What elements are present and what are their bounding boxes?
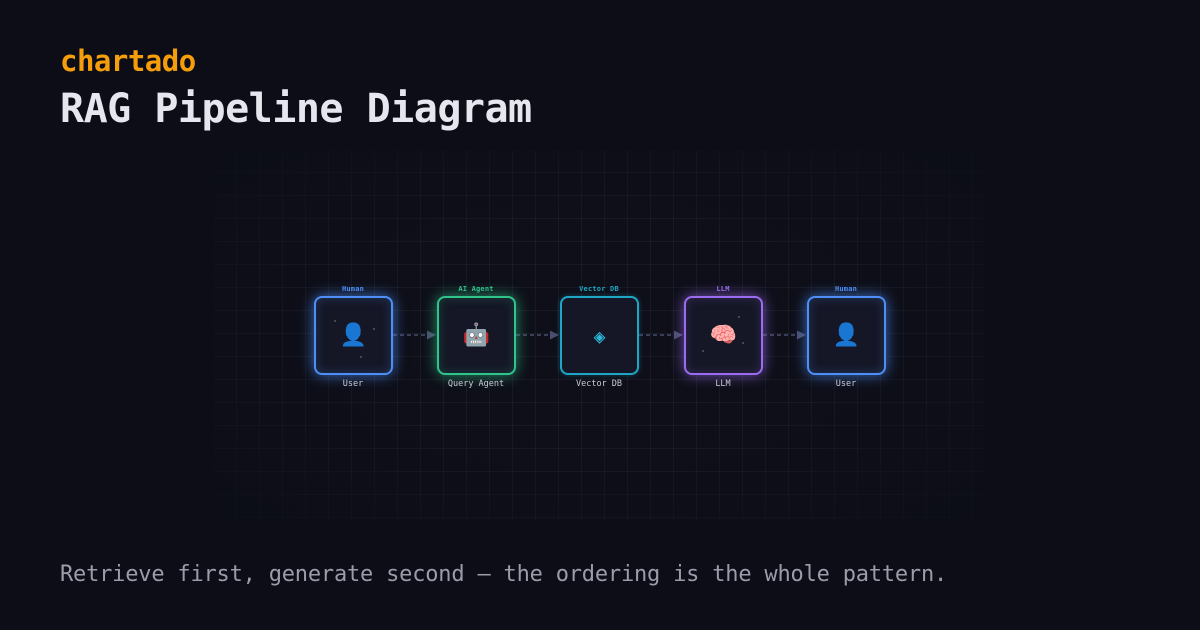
node-label: Vector DB	[575, 379, 623, 389]
brain-icon: 🧠	[709, 322, 738, 348]
node-box[interactable]: 👤	[807, 296, 886, 375]
node-role: Vector DB	[579, 285, 619, 293]
node-box[interactable]: ◈	[560, 296, 639, 375]
edges-layer	[393, 330, 806, 340]
node-label: LLM	[715, 379, 731, 389]
diagram-canvas: Human 👤 User AI Agent 🤖 Query Agent Vect…	[214, 150, 984, 520]
node-role: Human	[341, 285, 365, 293]
node-box[interactable]: 🤖	[437, 296, 516, 375]
node-label: User	[835, 379, 857, 389]
node-user-end[interactable]: Human 👤 User	[791, 285, 901, 405]
node-query-agent[interactable]: AI Agent 🤖 Query Agent	[421, 285, 531, 405]
caption-text: Retrieve first, generate second — the or…	[60, 562, 948, 587]
node-label: Query Agent	[447, 379, 505, 389]
node-box[interactable]: 🧠	[684, 296, 763, 375]
node-llm[interactable]: LLM 🧠 LLM	[668, 285, 778, 405]
node-user-start[interactable]: Human 👤 User	[298, 285, 408, 405]
node-label: User	[342, 379, 364, 389]
node-role: AI Agent	[458, 285, 494, 293]
brand-name: chartado	[60, 44, 196, 78]
page-title: RAG Pipeline Diagram	[60, 86, 532, 132]
node-role: Human	[834, 285, 858, 293]
user-icon: 👤	[339, 322, 368, 348]
user-icon: 👤	[832, 322, 861, 348]
vector-db-icon: ◈	[593, 323, 606, 348]
node-vector-db[interactable]: Vector DB ◈ Vector DB	[544, 285, 654, 405]
node-box[interactable]: 👤	[314, 296, 393, 375]
robot-icon: 🤖	[462, 322, 491, 348]
node-role: LLM	[716, 285, 730, 293]
